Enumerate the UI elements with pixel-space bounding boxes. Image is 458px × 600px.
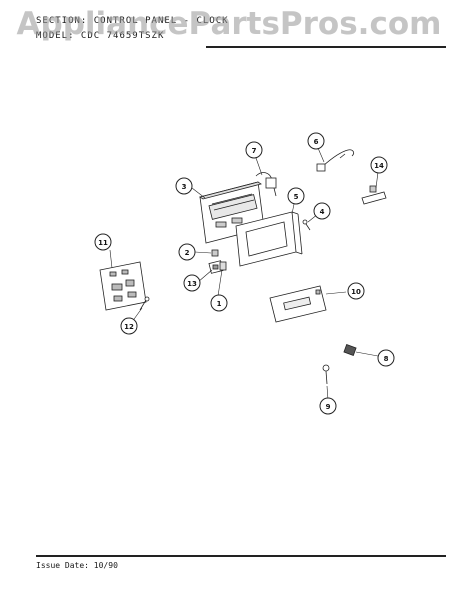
callout-5: 5: [287, 187, 305, 205]
svg-text:8: 8: [384, 355, 389, 363]
header-rule: [206, 46, 446, 48]
callout-10: 10: [347, 282, 365, 300]
callout-8: 8: [377, 349, 395, 367]
part-7-wire-connector: [255, 172, 277, 197]
callout-4: 4: [313, 202, 331, 220]
svg-text:12: 12: [124, 323, 134, 331]
callout-3: 3: [175, 177, 193, 195]
part-10-panel-overlay: [269, 285, 327, 323]
svg-text:4: 4: [320, 208, 325, 216]
callout-13: 13: [183, 274, 201, 292]
svg-text:3: 3: [182, 183, 187, 191]
callout-2: 2: [178, 243, 196, 261]
part-11-circuit-board: [99, 261, 147, 311]
issue-date: Issue Date: 10/90: [36, 561, 118, 570]
svg-text:7: 7: [252, 147, 257, 155]
page-footer: Issue Date: 10/90: [36, 555, 446, 570]
part-6-wire-lead: [316, 149, 355, 172]
svg-text:10: 10: [351, 288, 361, 296]
part-14-terminal: [361, 185, 387, 205]
part-8-knob: [343, 344, 357, 356]
callout-1: 1: [210, 294, 228, 312]
watermark-logo: AppliancePartsPros.com: [16, 6, 442, 42]
callout-9: 9: [319, 397, 337, 415]
svg-text:2: 2: [185, 249, 190, 257]
part-2-clip: [211, 249, 219, 257]
svg-text:11: 11: [98, 239, 108, 247]
part-4-screw: [302, 219, 311, 231]
callout-14: 14: [370, 156, 388, 174]
leader-lines: [109, 147, 379, 401]
part-1-spacer: [219, 261, 227, 271]
part-5-bracket: [235, 211, 303, 267]
svg-text:6: 6: [314, 138, 319, 146]
section-title: SECTION: CONTROL PANEL - CLOCK: [36, 16, 229, 26]
svg-text:14: 14: [374, 162, 384, 170]
footer-rule: [36, 555, 446, 557]
svg-text:1: 1: [217, 300, 222, 308]
callout-6: 6: [307, 132, 325, 150]
svg-text:13: 13: [187, 280, 197, 288]
svg-text:9: 9: [326, 403, 331, 411]
page-header: SECTION: CONTROL PANEL - CLOCK MODEL: CD…: [36, 14, 446, 54]
model-title: MODEL: CDC 74659TSZK: [36, 31, 165, 41]
callout-11: 11: [94, 233, 112, 251]
callout-7: 7: [245, 141, 263, 159]
callout-12: 12: [120, 317, 138, 335]
part-12-screw: [139, 296, 150, 311]
part-13-switch: [208, 260, 224, 274]
svg-text:5: 5: [294, 193, 299, 201]
callouts: 3 7 6 14 5 4 2 13 1 11 12 10 8 9: [94, 132, 395, 415]
part-9-screw: [322, 364, 330, 385]
